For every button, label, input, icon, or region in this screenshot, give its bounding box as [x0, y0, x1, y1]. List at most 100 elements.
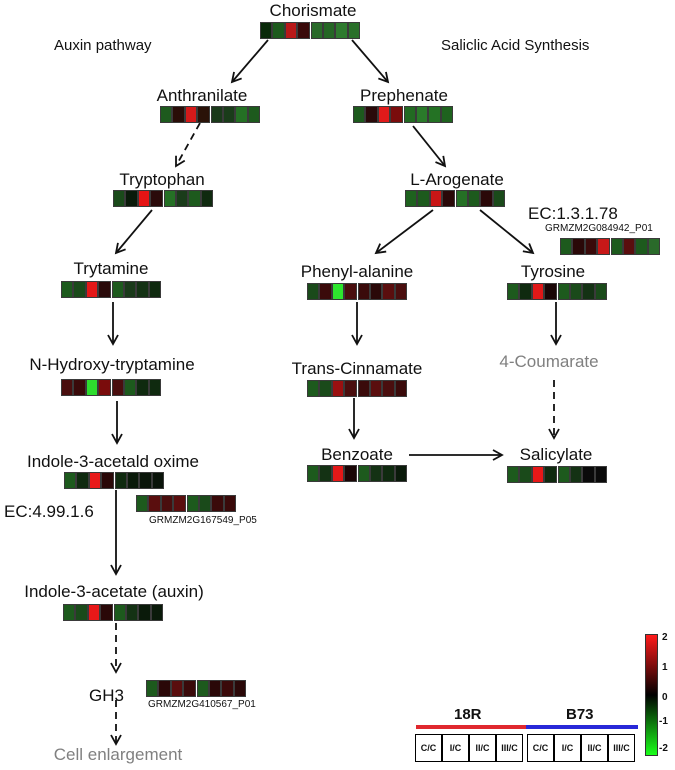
heatmap-group-separator: [556, 283, 558, 300]
legend-cell: III/C: [496, 734, 523, 762]
heatmap-cell: [235, 106, 248, 123]
heatmap-cell: [310, 22, 323, 39]
node-hydroxytryptamine: N-Hydroxy-tryptamine: [29, 355, 195, 374]
node-oxime: Indole-3-acetald oxime: [27, 452, 199, 471]
node-iaa: Indole-3-acetate (auxin): [24, 582, 204, 601]
heatmap-tyrosine: [507, 283, 608, 300]
heatmap-phenylalanine: [307, 283, 408, 300]
gh3-gene: GRMZM2G410567_P01: [148, 699, 256, 710]
heatmap-cell: [319, 465, 332, 482]
heatmap-cell: [369, 283, 383, 300]
heatmap-cell: [198, 495, 212, 512]
heatmap-cell: [61, 281, 74, 298]
heatmap-cell: [125, 190, 138, 207]
legend-cell: I/C: [554, 734, 581, 762]
heatmap-cell: [405, 190, 418, 207]
heatmap-cell: [247, 106, 261, 123]
heatmap-hydroxytryptamine: [61, 379, 162, 396]
heatmap-cell: [569, 283, 583, 300]
heatmap-cell: [123, 281, 137, 298]
heatmap-cell: [197, 106, 210, 123]
heatmap-cell: [560, 238, 573, 255]
section-salicylic-label: Saliclic Acid Synthesis: [441, 37, 590, 54]
node-tryptophan: Tryptophan: [119, 170, 205, 189]
heatmap-benzoate: [307, 465, 408, 482]
scale-tick-0: 0: [662, 692, 668, 703]
heatmap-cell: [394, 465, 408, 482]
heatmap-cell: [369, 380, 383, 397]
node-tyrosine: Tyrosine: [520, 262, 586, 281]
heatmap-cell: [73, 379, 86, 396]
heatmap-group-separator: [402, 106, 404, 123]
heatmap-group-separator: [195, 680, 197, 697]
node-phenylalanine: Phenyl-alanine: [300, 262, 414, 281]
heatmap-cell: [480, 190, 493, 207]
heatmap-cell: [557, 283, 570, 300]
heatmap-cell: [344, 380, 357, 397]
heatmap-cell: [455, 190, 468, 207]
heatmap-cell: [357, 465, 370, 482]
heatmap-cell: [146, 680, 159, 697]
legend-cell: II/C: [469, 734, 496, 762]
heatmap-cell: [64, 472, 77, 489]
node-gh3: GH3: [89, 686, 124, 705]
heatmap-cell: [183, 680, 196, 697]
heatmap-cell: [113, 604, 126, 621]
legend-cell: C/C: [527, 734, 554, 762]
heatmap-group-separator: [209, 106, 211, 123]
heatmap-cell: [442, 190, 455, 207]
heatmap-cell: [125, 604, 139, 621]
heatmap-cell: [428, 106, 441, 123]
heatmap-cell: [272, 22, 285, 39]
heatmap-transcinnamate: [307, 380, 408, 397]
heatmap-cell: [382, 380, 395, 397]
heatmap-cell: [594, 466, 608, 483]
heatmap-cell: [136, 495, 149, 512]
heatmap-cell: [382, 465, 395, 482]
heatmap-cell: [114, 472, 127, 489]
arrow-arogenate-phenylalanine: [374, 209, 434, 255]
heatmap-cell: [63, 604, 76, 621]
heatmap-cell: [582, 283, 595, 300]
heatmap-cell: [85, 379, 99, 396]
heatmap-cell: [382, 283, 395, 300]
heatmap-cell: [111, 281, 124, 298]
legend-cell: III/C: [608, 734, 635, 762]
heatmap-cell: [150, 190, 163, 207]
heatmap-cell: [138, 604, 151, 621]
heatmap-cell: [597, 238, 610, 255]
node-cell-enlargement: Cell enlargement: [53, 745, 183, 764]
heatmap-cell: [148, 379, 162, 396]
arrow-chorismate-prephenate: [351, 39, 390, 84]
heatmap-cell: [98, 379, 111, 396]
heatmap-cell: [211, 495, 224, 512]
heatmap-cell: [584, 238, 598, 255]
heatmap-cell: [390, 106, 403, 123]
heatmap-cell: [417, 190, 430, 207]
heatmap-cell: [507, 283, 520, 300]
heatmap-cell: [151, 472, 165, 489]
heatmap-cell: [186, 495, 199, 512]
heatmap-group-separator: [454, 190, 456, 207]
arrow-chorismate-anthranilate: [230, 39, 269, 84]
heatmap-cell: [160, 495, 174, 512]
heatmap-prephenate: [353, 106, 454, 123]
heatmap-cell: [307, 465, 320, 482]
node-benzoate: Benzoate: [321, 445, 393, 464]
heatmap-cell: [172, 106, 185, 123]
node-transcinnamate: Trans-Cinnamate: [291, 359, 423, 378]
heatmap-cell: [150, 604, 164, 621]
heatmap-group-separator: [110, 379, 112, 396]
heatmap-cell: [196, 680, 209, 697]
heatmap-cell: [531, 283, 545, 300]
heatmap-cell: [357, 283, 370, 300]
heatmap-gh3: [146, 680, 247, 697]
heatmap-cell: [139, 472, 152, 489]
heatmap-cell: [610, 238, 623, 255]
heatmap-cell: [85, 281, 99, 298]
heatmap-cell: [188, 190, 201, 207]
heatmap-iaa: [63, 604, 164, 621]
heatmap-cell: [233, 680, 247, 697]
heatmap-group-separator: [112, 604, 114, 621]
